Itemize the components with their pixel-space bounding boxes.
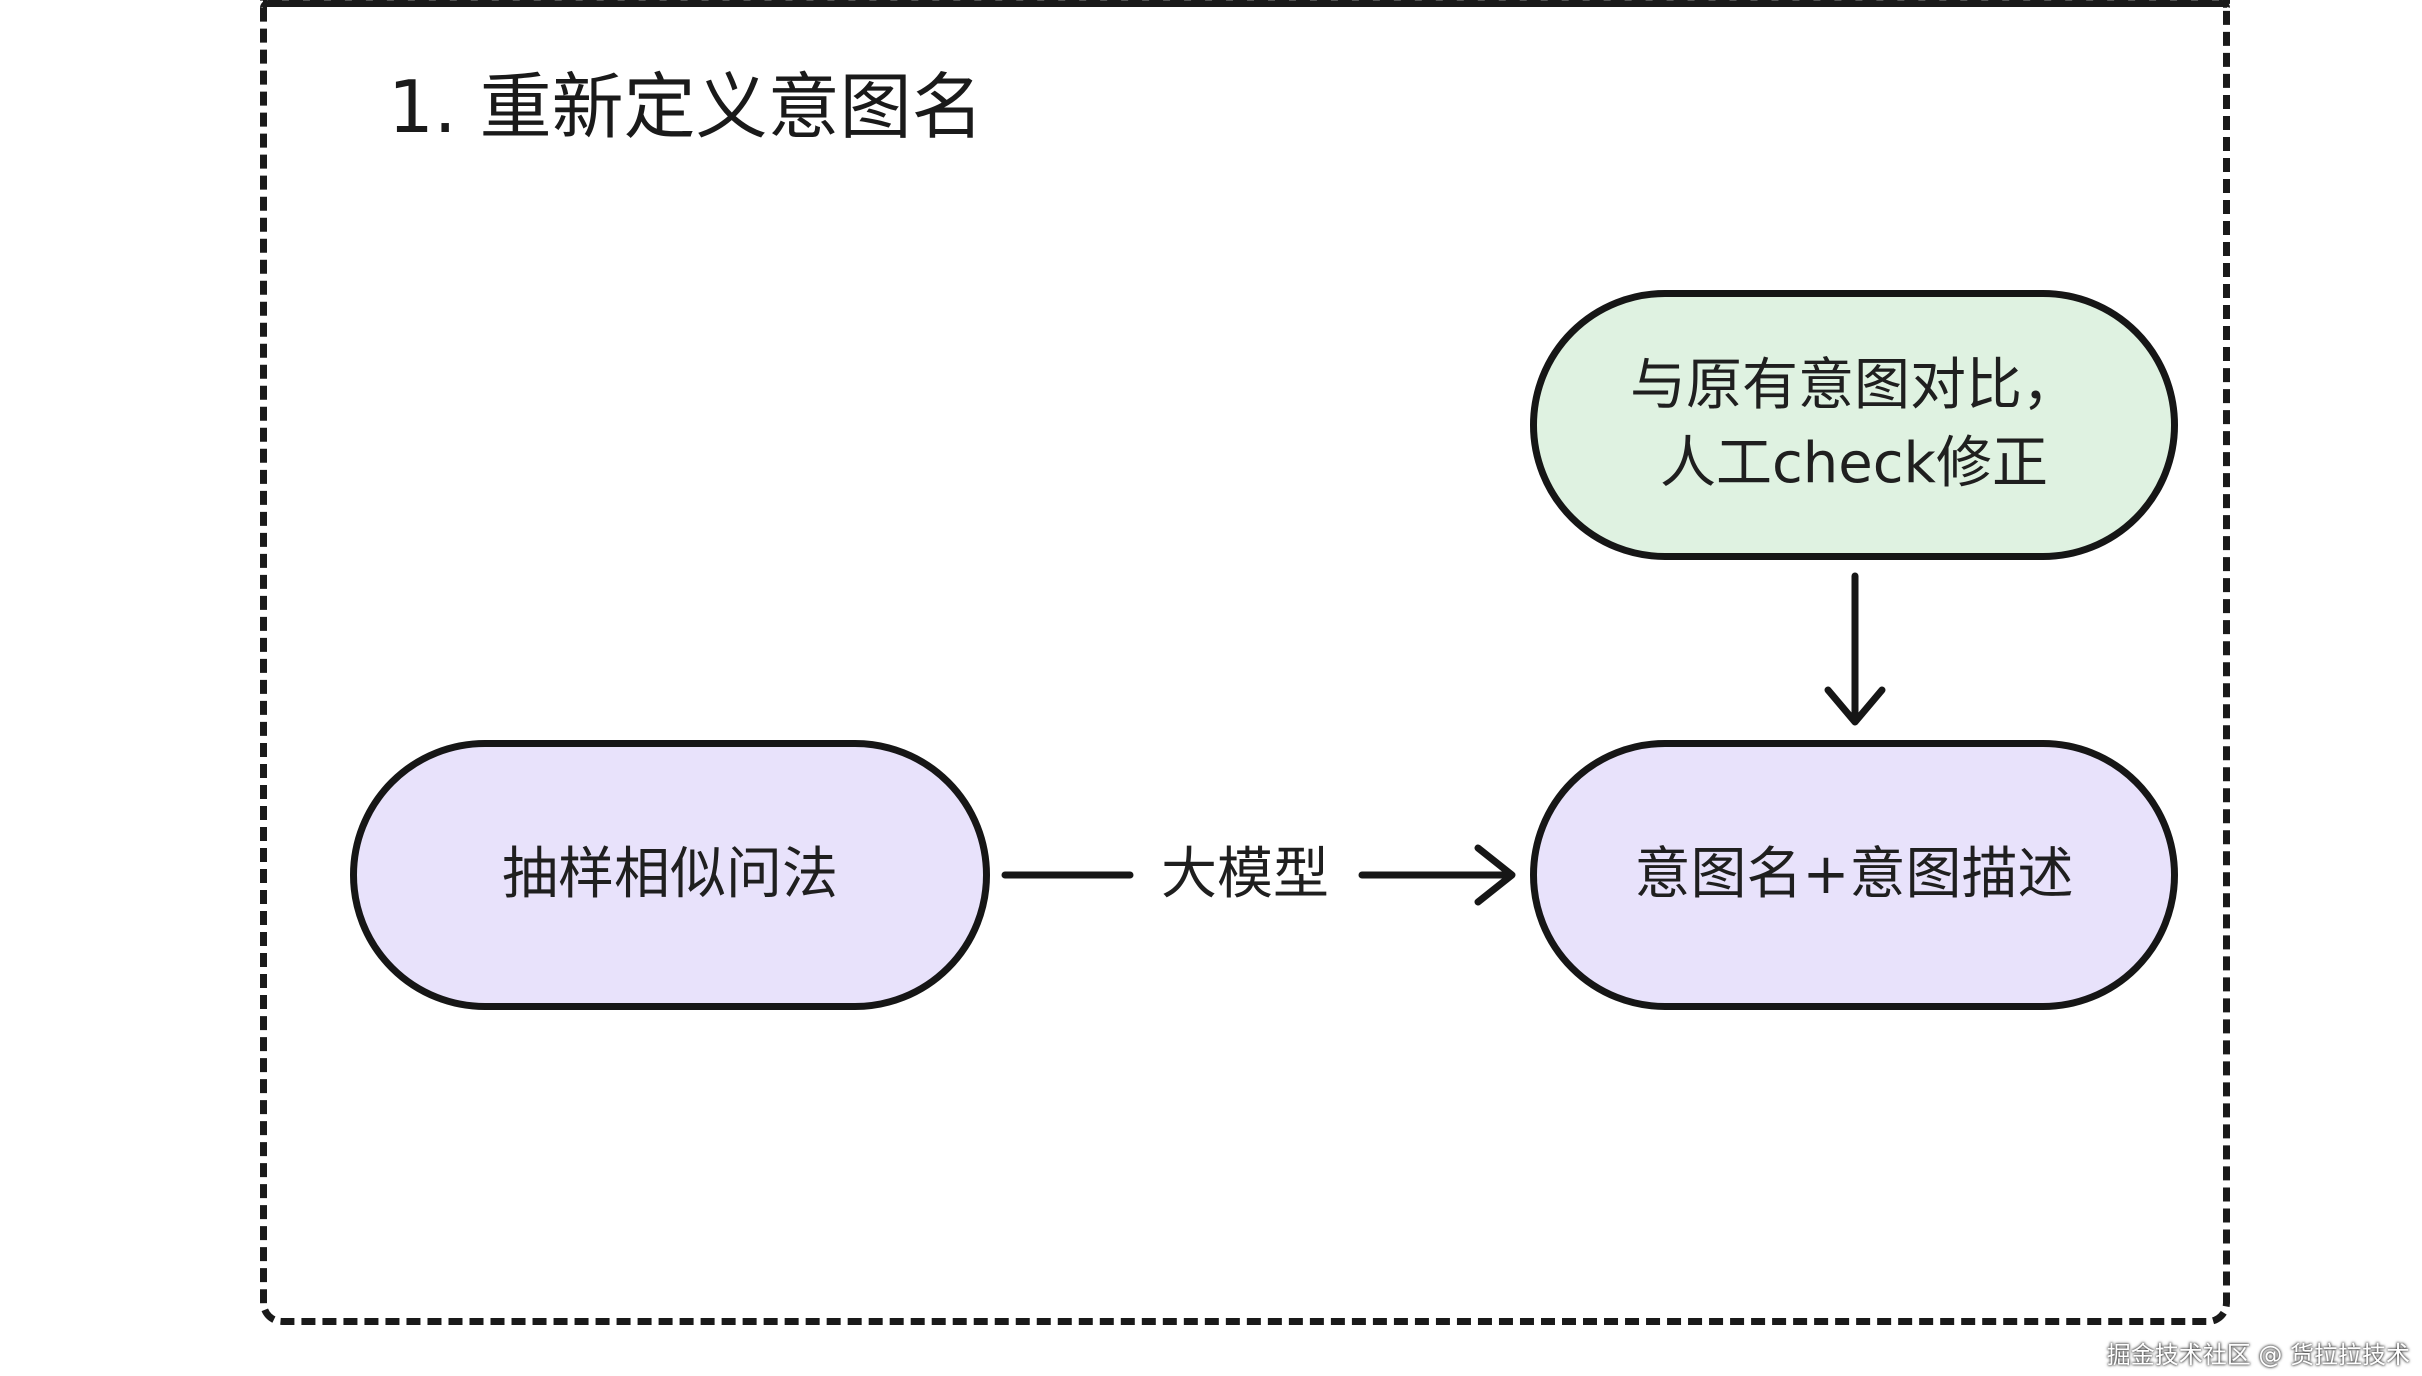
watermark: 掘金技术社区 @ 货拉拉技术 [2106, 1341, 2410, 1369]
node-sample-questions-label: 抽样相似问法 [502, 842, 838, 907]
node-intent-name-description: 意图名+意图描述 [1530, 740, 2178, 1010]
node-sample-questions: 抽样相似问法 [350, 740, 990, 1010]
dashed-section-frame [260, 0, 2230, 1325]
edge-label-llm: 大模型 [1161, 842, 1329, 907]
dashed-frame-top [260, 0, 2230, 8]
node-intent-name-description-label: 意图名+意图描述 [1634, 842, 2074, 907]
section-title: 1. 重新定义意图名 [388, 65, 984, 149]
node-manual-check: 与原有意图对比， 人工check修正 [1530, 290, 2178, 560]
node-manual-check-label: 与原有意图对比， 人工check修正 [1630, 353, 2078, 496]
